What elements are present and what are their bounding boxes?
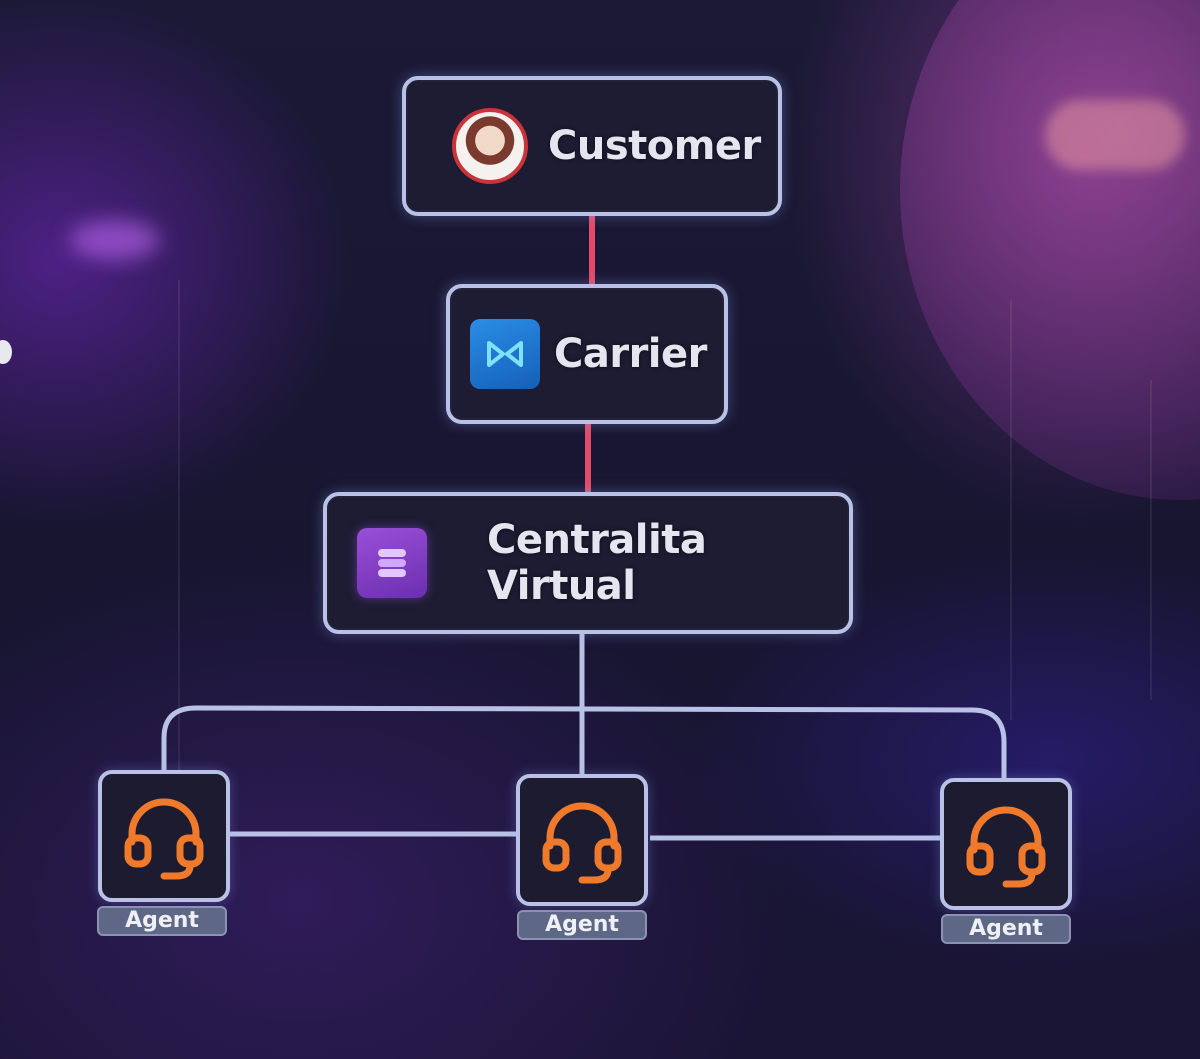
- background-dot: [0, 340, 12, 364]
- agent-node-1[interactable]: [98, 770, 230, 902]
- stack-icon: [357, 528, 427, 598]
- customer-node[interactable]: Customer: [402, 76, 782, 216]
- virtual-pbx-node[interactable]: Centralita Virtual: [323, 492, 853, 634]
- agent-label-3: Agent: [941, 914, 1071, 944]
- headset-icon: [124, 798, 204, 880]
- carrier-node[interactable]: Carrier: [446, 284, 728, 424]
- virtual-pbx-label: Centralita Virtual: [487, 517, 707, 609]
- carrier-logo-icon: [470, 319, 540, 389]
- background-glow: [70, 220, 160, 260]
- customer-avatar-icon: [452, 108, 528, 184]
- headset-icon: [966, 806, 1046, 888]
- agent-node-2[interactable]: [516, 774, 648, 906]
- agent-label-2: Agent: [517, 910, 647, 940]
- carrier-label: Carrier: [554, 331, 707, 377]
- background-streak: [1010, 300, 1012, 720]
- agent-label-1: Agent: [97, 906, 227, 936]
- background-streak: [178, 280, 180, 840]
- background-streak: [1150, 380, 1152, 700]
- link-pbx-agent-branches: [161, 705, 1007, 778]
- customer-label: Customer: [548, 123, 761, 169]
- agent-node-3[interactable]: [940, 778, 1072, 910]
- background-blob: [1045, 100, 1185, 170]
- headset-icon: [542, 802, 622, 884]
